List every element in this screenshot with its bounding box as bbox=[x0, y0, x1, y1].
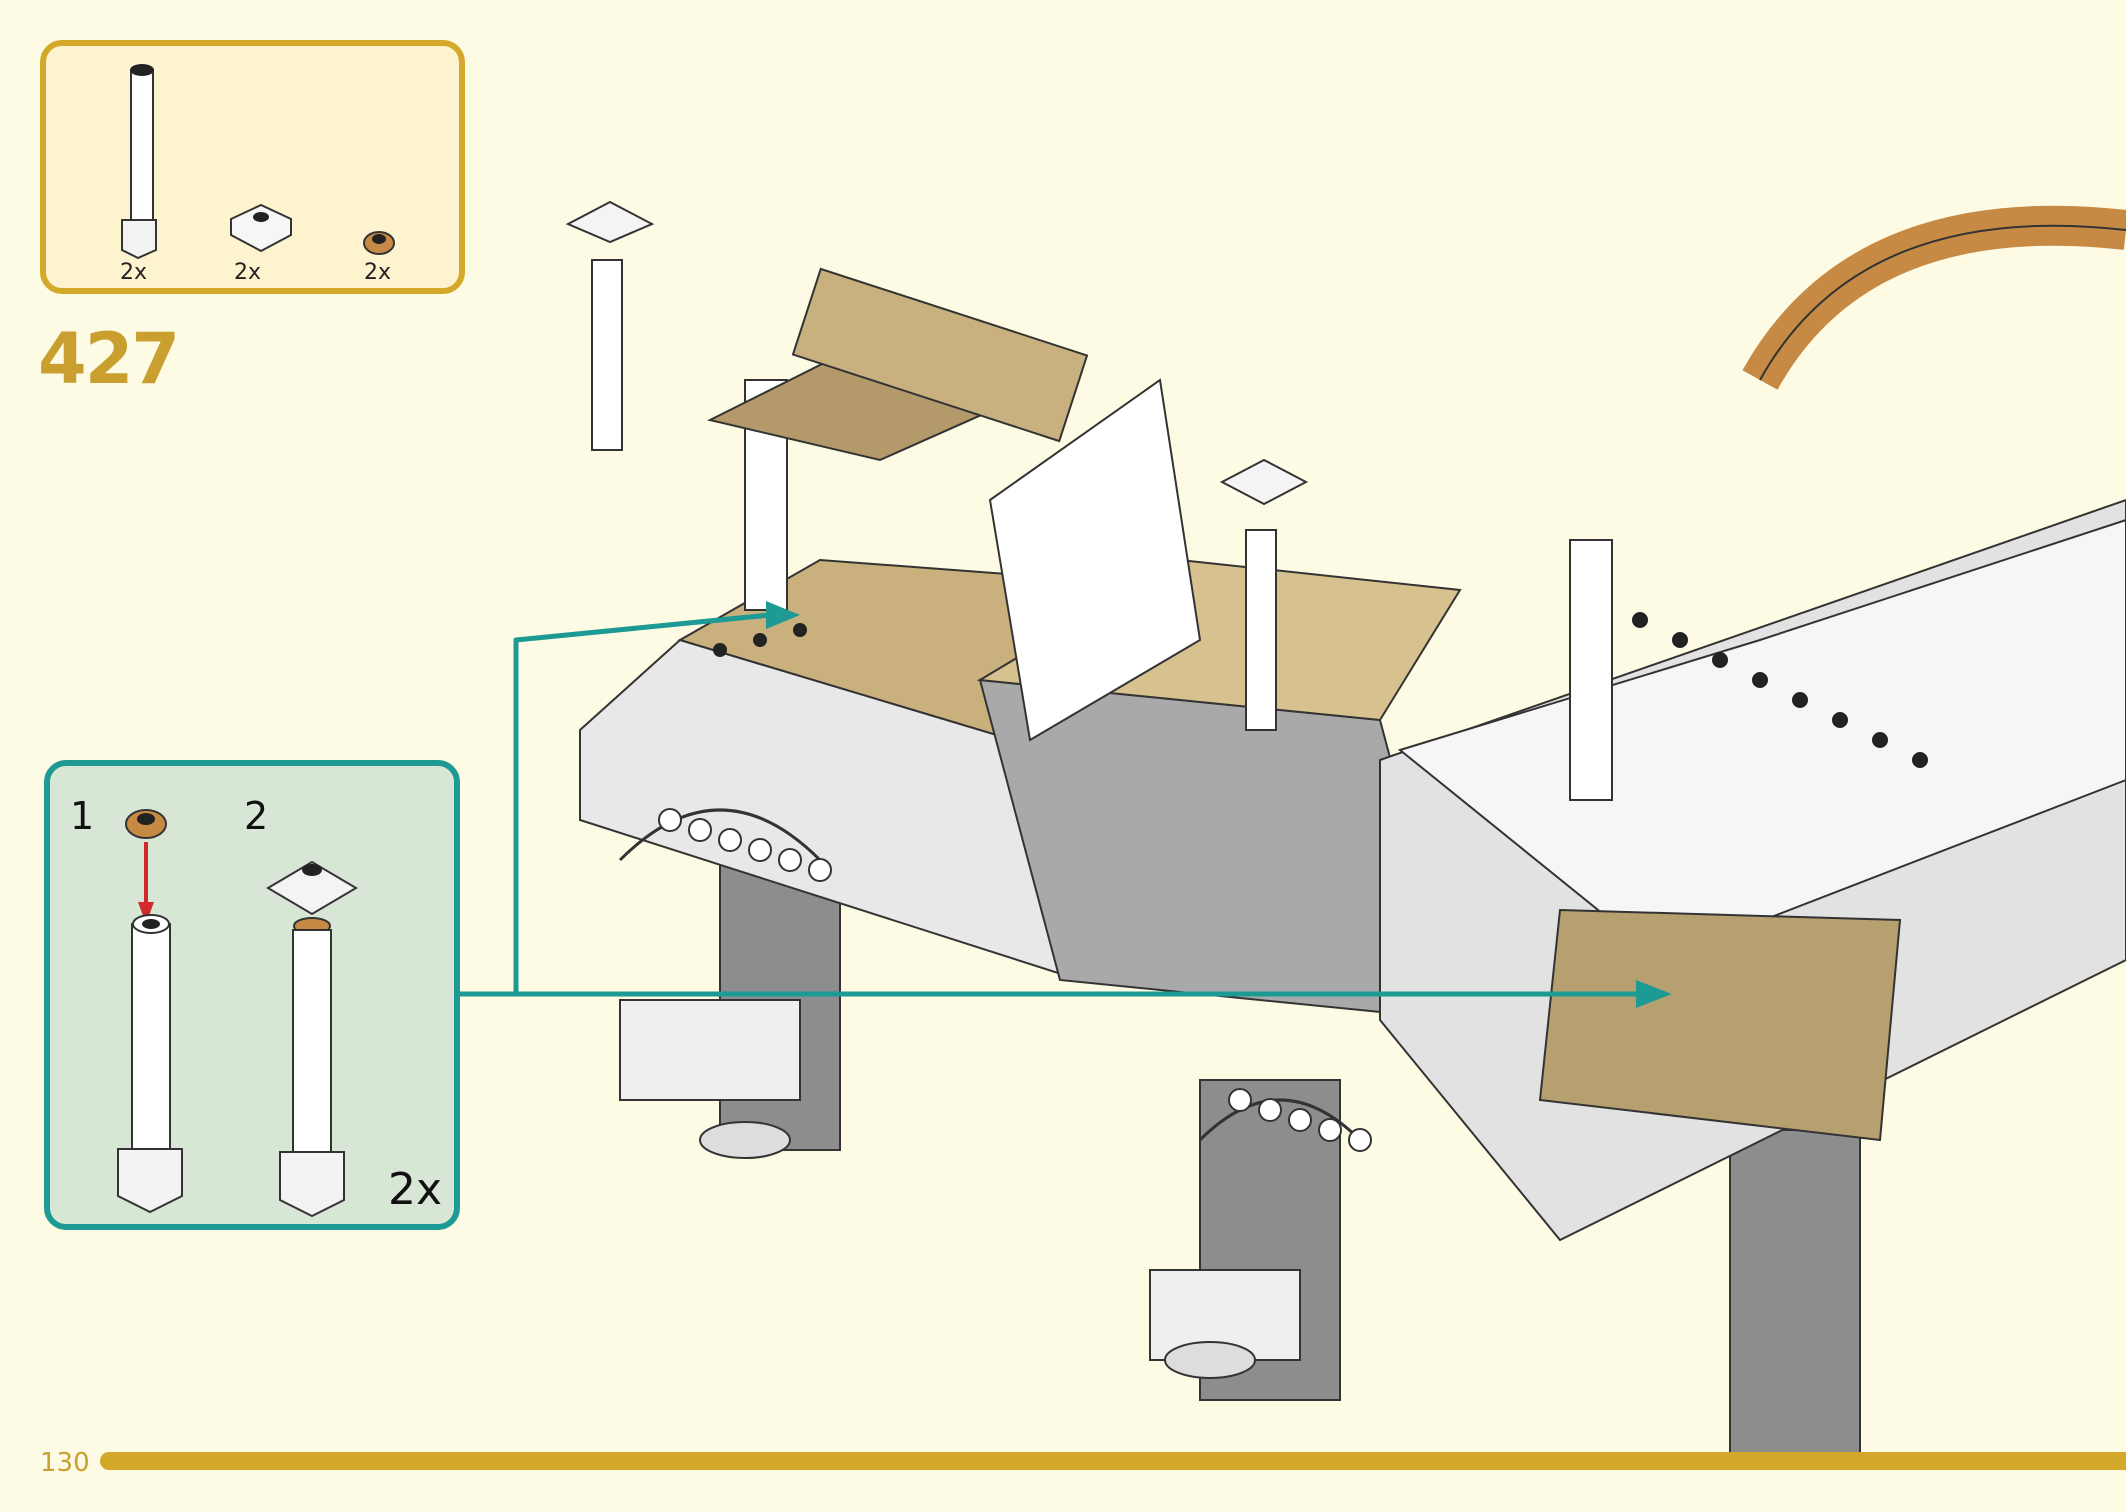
parts-qty: 2x bbox=[234, 260, 262, 285]
footer-bar bbox=[100, 1452, 2126, 1470]
column-piece-icon bbox=[266, 860, 358, 1218]
step-number: 427 bbox=[38, 318, 180, 400]
substep-number: 1 bbox=[70, 794, 95, 838]
round-plate-icon bbox=[363, 231, 395, 255]
parts-qty: 2x bbox=[364, 260, 392, 285]
round-plate-icon bbox=[125, 809, 167, 839]
corner-tile-icon bbox=[230, 203, 292, 253]
parts-qty: 2x bbox=[120, 260, 148, 285]
substep-number: 2 bbox=[244, 794, 269, 838]
parts-list-box: 2x 2x 2x bbox=[40, 40, 465, 294]
lego-model-illustration bbox=[565, 200, 2126, 1461]
page-number: 130 bbox=[40, 1448, 90, 1478]
sub-assembly-box: 1 2 2x bbox=[44, 760, 460, 1230]
column-piece-icon bbox=[117, 914, 183, 1214]
insert-arrow-icon bbox=[138, 842, 154, 924]
column-piece-icon bbox=[121, 64, 157, 260]
sub-assembly-multiplier: 2x bbox=[388, 1164, 443, 1215]
